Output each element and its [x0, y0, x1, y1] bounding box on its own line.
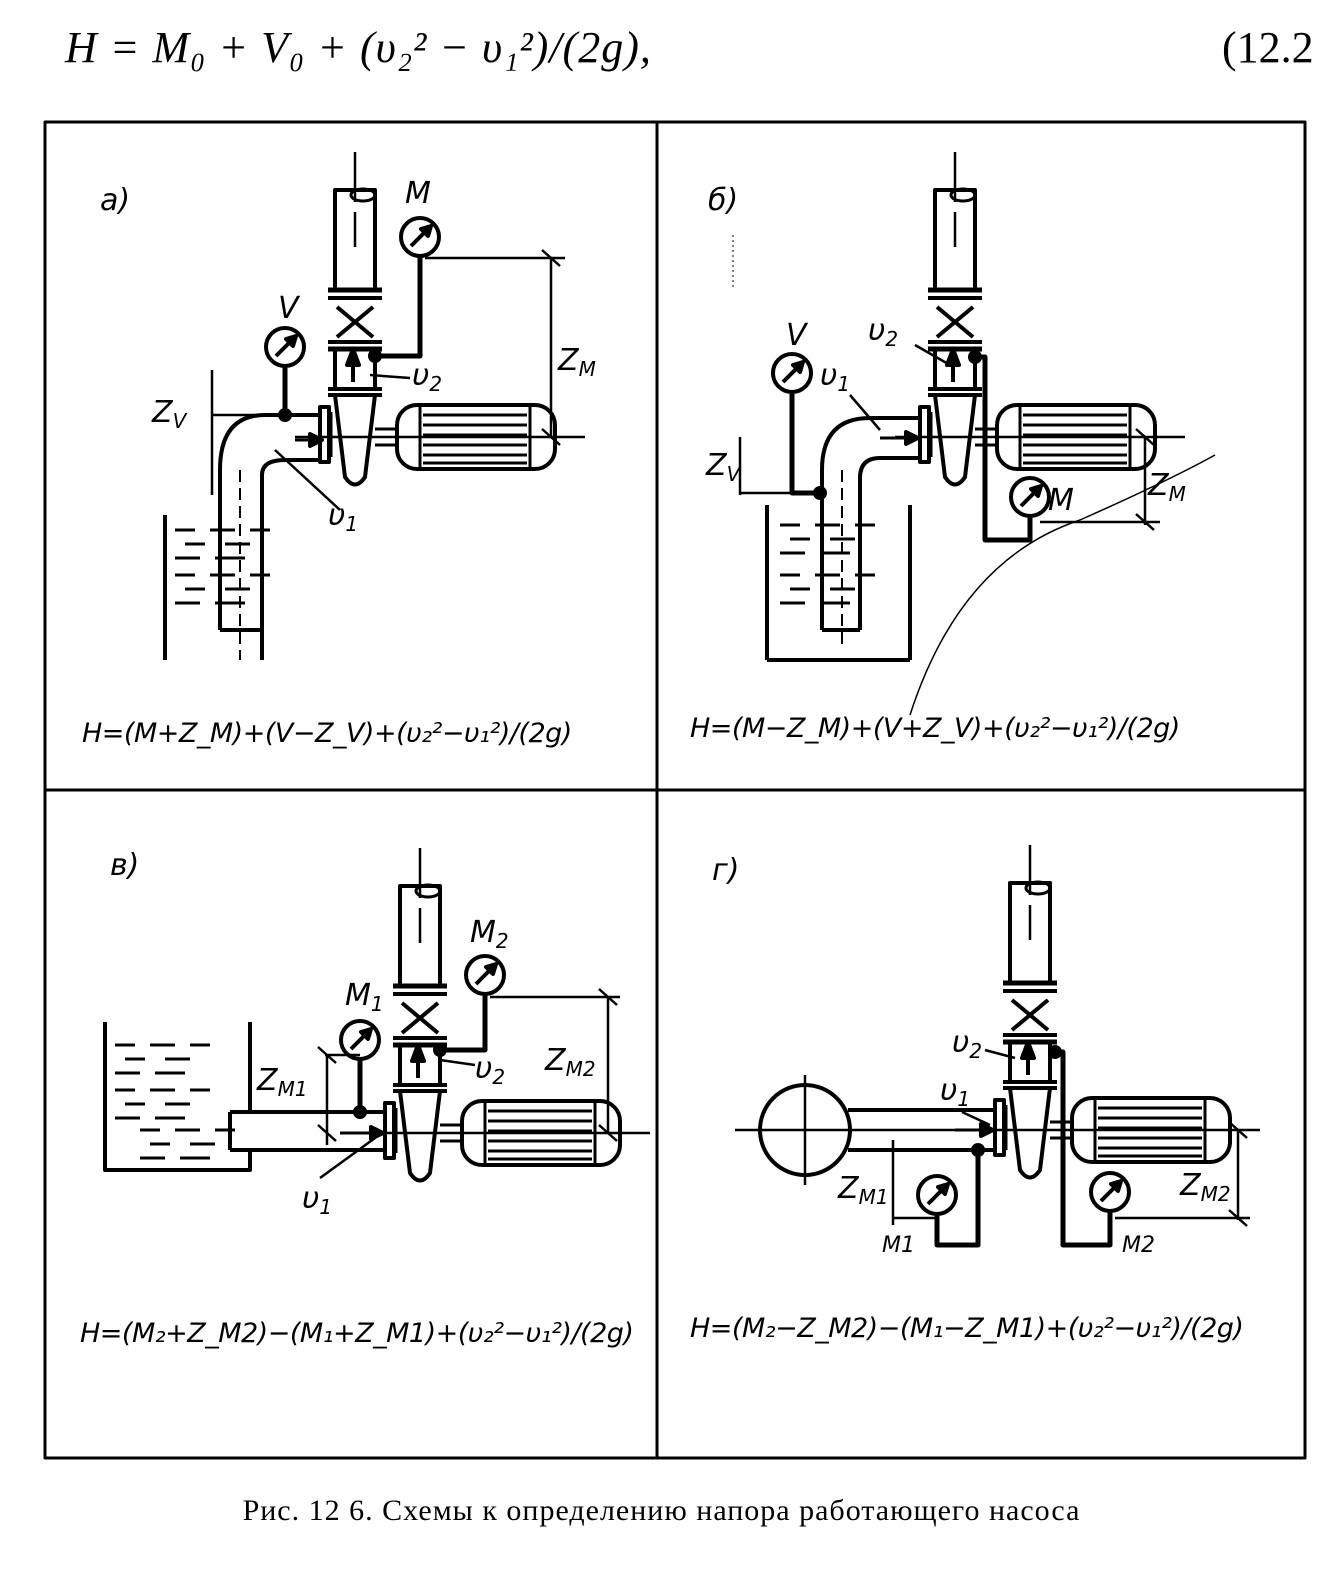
panel-g-formula: H=(M₂−Z_M2)−(M₁−Z_M1)+(υ₂²−υ₁²)/(2g): [690, 1313, 1244, 1344]
label-zm1: ZM1: [256, 1063, 308, 1101]
panel-v-tag: в): [110, 848, 139, 883]
label-M: M: [405, 176, 431, 211]
label-u1: υ1: [302, 1181, 332, 1219]
pressure-gauge-m2-icon: [1089, 1171, 1131, 1213]
label-zv: ZV: [705, 448, 742, 486]
label-M2: M2: [470, 915, 509, 953]
panel-g-diagram: г) M1 M2 ZM1 ZM2 υ1 υ2: [712, 845, 1260, 1258]
label-M2: M2: [1122, 1233, 1155, 1258]
vacuum-gauge-icon: [771, 352, 813, 394]
label-u2: υ2: [952, 1025, 982, 1063]
main-equation: H = M₀ + V₀ + (υ₂² − υ₁²)/(2g),: [65, 23, 652, 72]
panel-b-tag: б): [708, 183, 738, 218]
vacuum-gauge-icon: [264, 326, 306, 368]
pressure-gauge-icon: [399, 216, 441, 258]
pressure-gauge-m2-icon: [464, 954, 506, 996]
label-M1: M1: [345, 978, 384, 1016]
panel-g-tag: г): [712, 853, 739, 888]
figure-caption: Рис. 12 6. Схемы к определению напора ра…: [242, 1494, 1081, 1527]
label-M: M: [1048, 483, 1074, 518]
label-zm2: ZM2: [544, 1043, 596, 1081]
panel-b-formula: H=(M−Z_M)+(V+Z_V)+(υ₂²−υ₁²)/(2g): [690, 713, 1180, 744]
panel-b-diagram: б) M V ZV ZM υ1 υ2: [705, 152, 1216, 716]
pressure-gauge-m1-icon: [916, 1174, 958, 1216]
label-zm: ZM: [1147, 468, 1186, 506]
label-V: V: [278, 291, 301, 326]
label-V: V: [786, 318, 809, 353]
panel-v-formula: H=(M₂+Z_M2)−(M₁+Z_M1)+(υ₂²−υ₁²)/(2g): [80, 1318, 634, 1349]
label-u2: υ2: [475, 1051, 505, 1089]
panel-a-formula: H=(M+Z_M)+(V−Z_V)+(υ₂²−υ₁²)/(2g): [82, 718, 572, 749]
label-zm2: ZM2: [1179, 1168, 1231, 1206]
label-M1: M1: [882, 1233, 915, 1258]
pressure-gauge-icon: [1009, 476, 1051, 518]
label-zv: ZV: [151, 395, 188, 433]
label-u1: υ1: [328, 498, 358, 536]
panel-a-diagram: a) M V ZV ZM υ1 υ2: [100, 152, 596, 660]
label-u2: υ2: [412, 358, 442, 396]
label-u1: υ1: [940, 1073, 970, 1111]
panel-a-tag: a): [100, 183, 130, 218]
label-zm: ZM: [557, 343, 596, 381]
label-u2: υ2: [868, 313, 898, 351]
label-zm1: ZM1: [837, 1171, 889, 1209]
pressure-gauge-m1-icon: [339, 1019, 381, 1061]
panel-v-diagram: в) M1 M2 ZM1 ZM2 υ1 υ2: [103, 848, 650, 1219]
equation-number: (12.2: [1222, 23, 1314, 72]
label-u1: υ1: [820, 358, 850, 396]
